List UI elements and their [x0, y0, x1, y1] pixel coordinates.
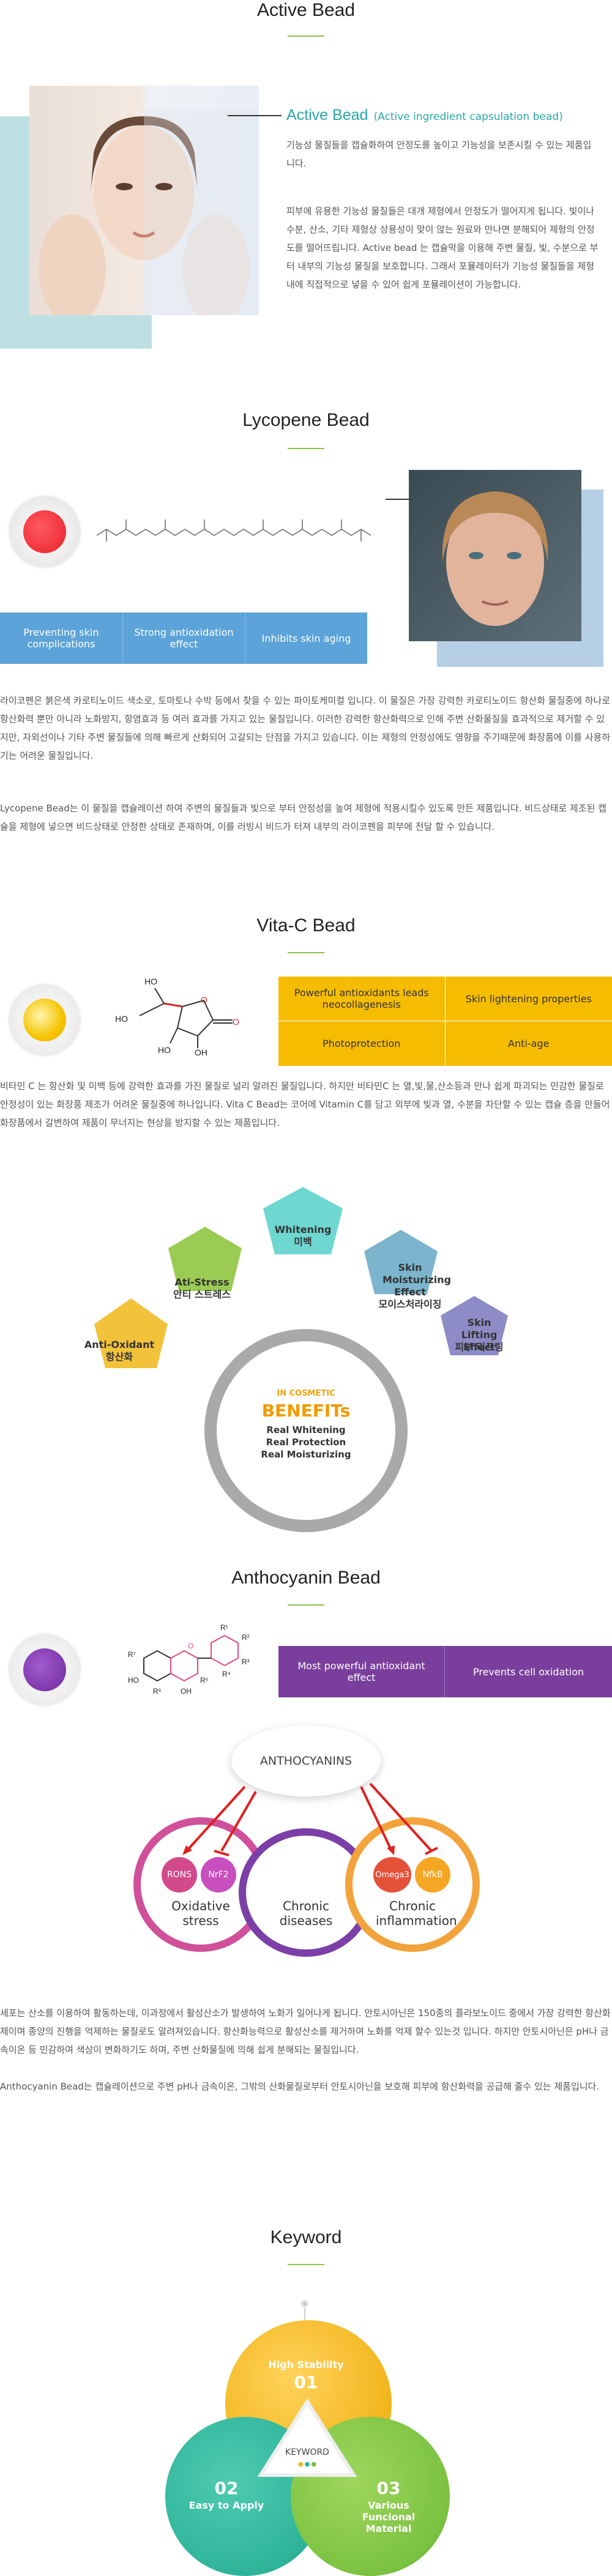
benefits-center-title: BENEFITs [217, 1401, 395, 1421]
lycopene-tags: Preventing skin complications Strong ant… [0, 612, 367, 664]
keyword-3-num: 03 [343, 2478, 435, 2498]
keyword-title: Keyword [0, 2227, 612, 2248]
benefits-center-top: IN COSMETIC [217, 1389, 395, 1398]
chem-r5: R⁵ [200, 1676, 209, 1684]
keyword-3-label: Various Funcional Material [343, 2500, 435, 2534]
antho-arrows [110, 1725, 502, 1958]
lycopene-tag-2: Strong antioxidation effect [122, 612, 245, 664]
active-heading-subtitle: (Active ingredient capsulation bead) [374, 111, 563, 123]
chem-r4: R⁴ [222, 1670, 231, 1678]
antho-tag-1: Most powerful antioxidant effect [278, 1646, 445, 1697]
lycopene-title-line [288, 448, 324, 449]
lycopene-photo [409, 470, 581, 641]
lycopene-molecule [97, 511, 372, 548]
keyword-center-triangle [153, 2270, 459, 2539]
active-heading-title: Active Bead [286, 106, 368, 124]
anthocyanin-molecule: R⁷ HO R⁶ OH R⁵ O R¹ R² R³ R⁴ [119, 1621, 260, 1707]
chem-r1: R¹ [220, 1623, 228, 1632]
vitac-tag-3: Photoprotection [278, 1021, 446, 1066]
antho-title-line [288, 1604, 324, 1606]
antho-bead-icon [10, 1635, 80, 1705]
vitac-tag-2: Skin lightening properties [446, 977, 612, 1021]
lycopene-paragraph-1: 라이코펜은 붉은색 카로티노이드 색소로, 토마토나 수박 등에서 찾을 수 있… [0, 691, 612, 765]
antho-diagram: ANTHOCYANINS Oxidative stress Chronic di… [110, 1725, 502, 1958]
chem-r2: R² [242, 1633, 250, 1642]
benefits-center: IN COSMETIC BENEFITs Real Whitening Real… [217, 1341, 395, 1520]
chem-r7: R⁷ [128, 1650, 136, 1659]
lycopene-bead-icon [10, 497, 80, 567]
woman-portrait-illustration [409, 470, 581, 641]
benefit-ati-stress-ko: 안티 스트레스 [162, 1289, 242, 1301]
keyword-2-label: Easy to Apply [184, 2500, 269, 2511]
active-paragraph-1: 기능성 물질들을 캡슐화하여 안정도를 높이고 기능성을 보존시킬 수 있는 제… [286, 136, 599, 173]
chem-label-o2: O [233, 1017, 239, 1027]
lycopene-paragraph-2: Lycopene Bead는 이 물질을 캡슐레이션 하여 주변의 물질들과 빛… [0, 799, 612, 836]
keyword-title-line [288, 2264, 324, 2265]
active-paragraph-2: 피부에 유용한 기능성 물질들은 대개 제형에서 안정도가 떨어지게 됩니다. … [286, 202, 599, 294]
active-title-line [288, 35, 324, 37]
vitac-tags: Powerful antioxidants leads neocollagene… [278, 977, 612, 1066]
benefits-line-1: Real Whitening [217, 1424, 395, 1435]
antho-paragraph-2: Anthocyanin Bead는 캡슐레이션으로 주변 pH나 금속이온, 그… [0, 2077, 612, 2096]
benefit-anti-oxidant-en: Anti-Oxidant [80, 1339, 159, 1351]
benefit-whitening-en: Whitening [263, 1224, 343, 1236]
keyword-1-num: 01 [257, 2372, 355, 2392]
chem-label-ho1: HO [144, 977, 157, 986]
vitac-bead-icon [10, 985, 80, 1055]
active-photo [29, 86, 259, 315]
antho-tag-2: Prevents cell oxidation [445, 1646, 612, 1697]
vitac-paragraph-1: 비타민 C 는 항산화 및 미백 등에 강력한 효과를 가진 물질로 널리 알려… [0, 1077, 612, 1132]
chem-o: O [188, 1642, 193, 1650]
vitac-tag-1: Powerful antioxidants leads neocollagene… [278, 977, 446, 1021]
chem-label-oh: OH [195, 1048, 207, 1055]
benefits-line-3: Real Moisturizing [217, 1449, 395, 1460]
benefit-moisturizing-en: Skin Moisturizing Effect [382, 1262, 438, 1298]
benefit-moisturizing-ko: 모이스처라이징 [370, 1298, 450, 1311]
chem-label-o1: O [201, 995, 207, 1005]
keyword-center-dots: ●●● [296, 2461, 320, 2468]
lycopene-connector-line [386, 499, 412, 500]
antho-paragraph-1: 세포는 산소를 이용하여 활동하는데, 이과정에서 활성산소가 발생하여 노화가… [0, 2004, 612, 2059]
keyword-center-label: KEYWORD [275, 2448, 339, 2457]
benefit-ati-stress-en: Ati-Stress [162, 1276, 242, 1289]
antho-title: Anthocyanin Bead [0, 1568, 612, 1588]
benefit-lifting-ko: 피부 리프팅 [442, 1341, 516, 1353]
benefits-line-2: Real Protection [217, 1437, 395, 1448]
vitac-title: Vita-C Bead [0, 915, 612, 936]
vitamin-c-molecule: HO HO O O HO OH [103, 976, 244, 1055]
active-heading-line [228, 115, 282, 116]
keyword-diagram: KEYWORD ●●● High Stability 01 02 Easy to… [153, 2270, 459, 2539]
chem-ho: HO [128, 1676, 139, 1684]
chem-r6: R⁶ [153, 1687, 162, 1696]
keyword-1-label: High Stability [257, 2359, 355, 2370]
vitac-tag-4: Anti-age [446, 1021, 612, 1066]
face-illustration [29, 86, 259, 315]
lycopene-tag-1: Preventing skin complications [0, 612, 122, 664]
chem-r3: R³ [242, 1658, 250, 1666]
benefit-whitening-ko: 미백 [263, 1236, 343, 1248]
active-title: Active Bead [0, 0, 612, 21]
active-heading: Active Bead (Active ingredient capsulati… [286, 106, 563, 124]
keyword-2-num: 02 [184, 2478, 269, 2498]
chem-label-ho3: HO [158, 1045, 171, 1055]
vitac-title-line [288, 952, 324, 953]
lycopene-tag-3: Inhibits skin aging [245, 612, 367, 664]
antho-tags: Most powerful antioxidant effect Prevent… [278, 1646, 612, 1697]
chem-label-ho2: HO [115, 1014, 128, 1024]
lycopene-title: Lycopene Bead [0, 410, 612, 431]
vitac-benefits-diagram: IN COSMETIC BENEFITs Real Whitening Real… [61, 1181, 551, 1536]
chem-oh: OH [181, 1687, 192, 1696]
benefit-anti-oxidant-ko: 항산화 [80, 1351, 159, 1363]
